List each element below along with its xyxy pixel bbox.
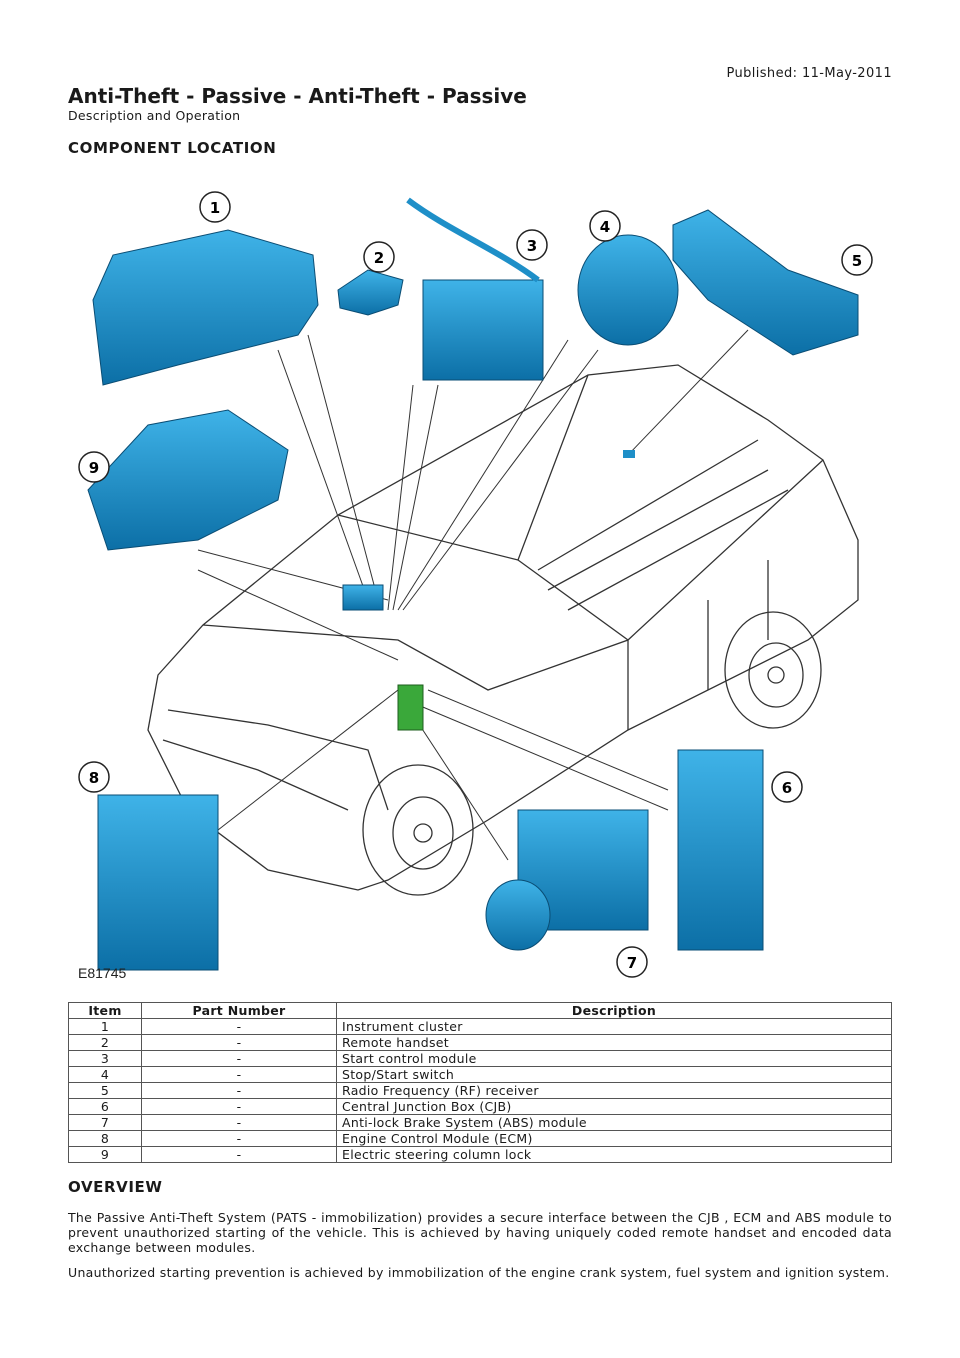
table-row: 3-Start control module [68,1050,892,1067]
svg-text:2: 2 [374,249,384,267]
callout-8: 8 [78,761,110,793]
part-number-cell: - [141,1130,337,1147]
abs-module-illustration [485,809,649,951]
table-row: 8-Engine Control Module (ECM) [68,1130,892,1147]
part-number-cell: - [141,1098,337,1115]
item-cell: 6 [68,1098,142,1115]
table-row: 4-Stop/Start switch [68,1066,892,1083]
table-header-row: Item Part Number Description [68,1002,892,1019]
leader-lines [197,329,749,861]
stop-start-switch-illustration [577,234,679,346]
table-row: 5-Radio Frequency (RF) receiver [68,1082,892,1099]
description-cell: Start control module [336,1050,892,1067]
instrument-cluster-illustration [92,229,319,386]
figure-code: E81745 [78,965,126,981]
section-heading-component-location: COMPONENT LOCATION [68,139,277,157]
svg-text:1: 1 [210,199,220,217]
vehicle-outline [147,364,859,891]
svg-text:5: 5 [852,252,862,270]
description-cell: Remote handset [336,1034,892,1051]
callout-7: 7 [616,946,648,978]
parts-table: Item Part Number Description 1-Instrumen… [68,1002,892,1163]
svg-text:6: 6 [782,779,792,797]
item-cell: 2 [68,1034,142,1051]
description-cell: Electric steering column lock [336,1146,892,1163]
wheel-front [362,764,474,896]
column-header-description: Description [336,1002,892,1019]
column-header-part-number: Part Number [141,1002,337,1019]
page-title: Anti-Theft - Passive - Anti-Theft - Pass… [68,84,527,108]
start-control-module-illustration [406,197,544,381]
item-cell: 1 [68,1018,142,1035]
part-number-cell: - [141,1050,337,1067]
page-subtitle: Description and Operation [68,108,241,123]
callout-5: 5 [841,244,873,276]
part-number-cell: - [141,1034,337,1051]
description-cell: Anti-lock Brake System (ABS) module [336,1114,892,1131]
item-cell: 3 [68,1050,142,1067]
callouts: 1 2 3 4 5 6 7 8 9 [78,191,873,978]
item-cell: 7 [68,1114,142,1131]
callout-9: 9 [78,451,110,483]
table-row: 1-Instrument cluster [68,1018,892,1035]
component-location-figure: 1 2 3 4 5 6 7 8 9 E81745 [68,170,892,988]
overview-paragraph-2: Unauthorized starting prevention is achi… [68,1265,890,1280]
part-number-cell: - [141,1018,337,1035]
steering-column-lock-illustration [87,409,289,551]
part-number-cell: - [141,1146,337,1163]
description-cell: Radio Frequency (RF) receiver [336,1082,892,1099]
svg-text:8: 8 [89,769,99,787]
wheel-rear [724,611,822,729]
description-cell: Instrument cluster [336,1018,892,1035]
table-row: 2-Remote handset [68,1034,892,1051]
part-number-cell: - [141,1114,337,1131]
description-cell: Stop/Start switch [336,1066,892,1083]
item-cell: 8 [68,1130,142,1147]
svg-text:9: 9 [89,459,99,477]
svg-text:3: 3 [527,237,537,255]
callout-2: 2 [363,241,395,273]
item-cell: 9 [68,1146,142,1163]
callout-1: 1 [199,191,231,223]
callout-6: 6 [771,771,803,803]
svg-text:4: 4 [600,218,610,236]
section-heading-overview: OVERVIEW [68,1178,163,1196]
callout-4: 4 [589,210,621,242]
table-row: 9-Electric steering column lock [68,1146,892,1163]
description-cell: Central Junction Box (CJB) [336,1098,892,1115]
column-header-item: Item [68,1002,142,1019]
cjb-illustration [677,749,764,951]
item-cell: 5 [68,1082,142,1099]
remote-handset-illustration [337,269,404,316]
part-number-cell: - [141,1082,337,1099]
callout-3: 3 [516,229,548,261]
ecm-illustration [97,794,219,971]
in-vehicle-components [342,450,635,731]
part-number-cell: - [141,1066,337,1083]
table-row: 6-Central Junction Box (CJB) [68,1098,892,1115]
description-cell: Engine Control Module (ECM) [336,1130,892,1147]
overview-paragraph-1: The Passive Anti-Theft System (PATS - im… [68,1210,892,1255]
item-cell: 4 [68,1066,142,1083]
svg-text:7: 7 [627,954,637,972]
table-row: 7-Anti-lock Brake System (ABS) module [68,1114,892,1131]
rf-receiver-illustration [672,209,859,356]
published-date: Published: 11-May-2011 [726,66,892,81]
